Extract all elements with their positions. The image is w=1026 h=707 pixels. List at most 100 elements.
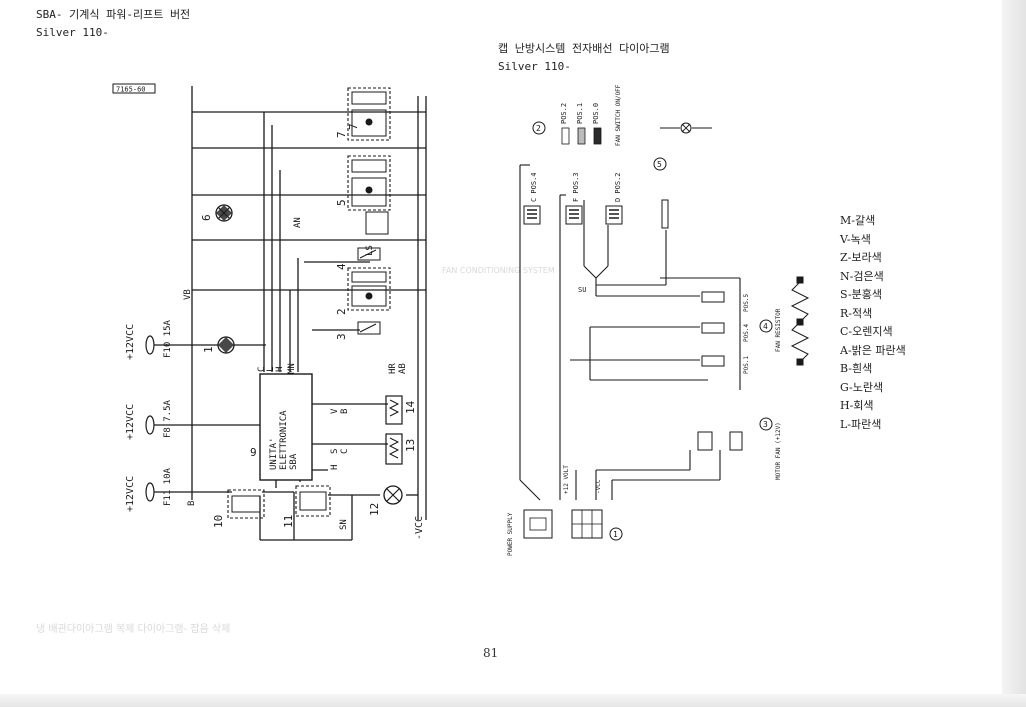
wire-b2: B: [187, 501, 197, 506]
fuse-label-1: F10 15A: [163, 319, 173, 358]
wire-hr: HR: [388, 363, 398, 374]
wire-b: B: [340, 409, 350, 414]
circle-4: [759, 319, 773, 333]
ghost-caption: 냉 배관다이아그램 복제 다이아그램- 잡음 삭제: [36, 624, 231, 635]
ref-code: 7165-60: [116, 86, 146, 94]
wire-c: C: [257, 367, 267, 372]
res-pos-5: POS.5: [743, 294, 750, 312]
control-unit-line-1: UNITA': [269, 437, 279, 470]
diode-4: [357, 247, 381, 261]
diode-3: [357, 321, 381, 335]
res-pos-1: POS.1: [743, 356, 750, 374]
circle-num-3: 3: [763, 420, 768, 429]
num-3: 3: [335, 333, 348, 340]
fuse-f11: [145, 482, 155, 502]
legend-item: N-검은색: [840, 269, 884, 283]
connector-c: [523, 205, 541, 225]
supply-label-2: +12VCC: [125, 404, 136, 440]
power-pin-block: [571, 509, 603, 539]
switch-10: [227, 489, 265, 519]
motor-fan: [729, 431, 743, 451]
vcc-label-neg: -VCC: [595, 479, 602, 494]
left-title: SBA- 기계식 파워-리프트 버전: [36, 8, 191, 21]
res-pos-4: POS.4: [743, 324, 750, 342]
resistor-pin-pos1: [701, 355, 725, 367]
relay-block-middle: [347, 155, 391, 235]
circle-2: [532, 121, 546, 135]
fuse-f10: [145, 335, 155, 355]
connector-14: [385, 395, 403, 425]
num-10: 10: [212, 515, 225, 528]
wire-sn: SN: [339, 519, 349, 530]
circle-num-1: 1: [613, 530, 618, 539]
legend-item: C-오렌지색: [840, 325, 893, 338]
circle-num-5: 5: [657, 160, 662, 169]
num-11: 11: [282, 515, 295, 528]
page-number: 81: [483, 646, 499, 660]
motor-connector: [697, 431, 713, 451]
wire-s: S: [330, 449, 340, 454]
conn-label-f: F POS.3: [572, 172, 580, 202]
legend-item: B-흰색: [840, 362, 873, 375]
legend-item: A-밝은 파란색: [840, 343, 906, 357]
legend-item: H-회색: [840, 399, 874, 412]
wire-c2: C: [340, 449, 350, 454]
legend-item: L-파란색: [840, 417, 882, 431]
relay-num-7a: 7: [347, 123, 360, 130]
resistor-pin-pos5: [701, 291, 725, 303]
fuse-f8: [145, 415, 155, 435]
wire-h: H: [275, 367, 285, 372]
splice-label: SU: [578, 286, 586, 294]
left-subtitle: Silver 110-: [36, 26, 109, 39]
num-6: 6: [200, 214, 213, 221]
fuse-label-3: F11 10A: [163, 467, 173, 506]
fan-resistor-label: FAN RESISTOR: [775, 308, 782, 352]
legend-item: V-녹색: [840, 232, 871, 246]
num-4: 4: [335, 263, 348, 270]
ground-label: -VCC: [414, 516, 425, 540]
legend-item: R-적색: [840, 306, 873, 320]
legend-item: M-갈색: [840, 214, 876, 227]
switch-pos-2: POS.2: [560, 103, 568, 124]
connector-d: [605, 205, 623, 225]
wire-ls: LS: [365, 245, 375, 256]
legend-item: Z-보라색: [840, 251, 882, 264]
wire-an: AN: [293, 217, 303, 228]
motor-label: MOTOR FAN (+12V): [775, 422, 782, 480]
control-unit-line-3: SBA: [289, 453, 299, 470]
right-title: 캡 난방시스템 전자배선 다이아그램: [498, 42, 670, 55]
wire-l: L: [266, 367, 276, 372]
resistor-pin-pos4: [701, 322, 725, 334]
fan-resistor: [790, 276, 810, 366]
conn-label-c: C POS.4: [530, 172, 538, 202]
color-legend: M-갈색 V-녹색 Z-보라색 N-검은색 S-분홍색 R-적색 C-오렌지색 …: [840, 212, 950, 434]
circle-5: [653, 157, 667, 171]
num-2: 2: [335, 308, 348, 315]
supply-label-1: +12VCC: [125, 324, 136, 360]
legend-item: S-분홍색: [840, 288, 883, 301]
relay-block-top: [347, 87, 391, 141]
control-unit-box: [259, 373, 313, 481]
fan-switch: [561, 127, 602, 145]
lamp-12: [383, 485, 403, 505]
num-1: 1: [202, 346, 215, 353]
num-7: 7: [335, 131, 348, 138]
connector-13: [385, 433, 403, 465]
wire-h2: H: [330, 465, 340, 470]
switch-pos-0: POS.0: [592, 103, 600, 124]
connector-5: [661, 199, 669, 229]
control-unit-line-2: ELETTRONICA: [279, 410, 289, 470]
conn-label-d: D POS.2: [614, 172, 622, 202]
switch-pos-1: POS.1: [576, 103, 584, 124]
supply-label-3: +12VCC: [125, 476, 136, 512]
num-5: 5: [335, 199, 348, 206]
power-supply-connector: [523, 509, 553, 539]
lamp-1: [217, 336, 235, 354]
right-subtitle: Silver 110-: [498, 60, 571, 73]
circle-1: [609, 527, 623, 541]
connector-f: [565, 205, 583, 225]
ref-code-box: [112, 83, 156, 94]
legend-item: G-노란색: [840, 380, 884, 394]
wire-v: V: [330, 408, 340, 414]
